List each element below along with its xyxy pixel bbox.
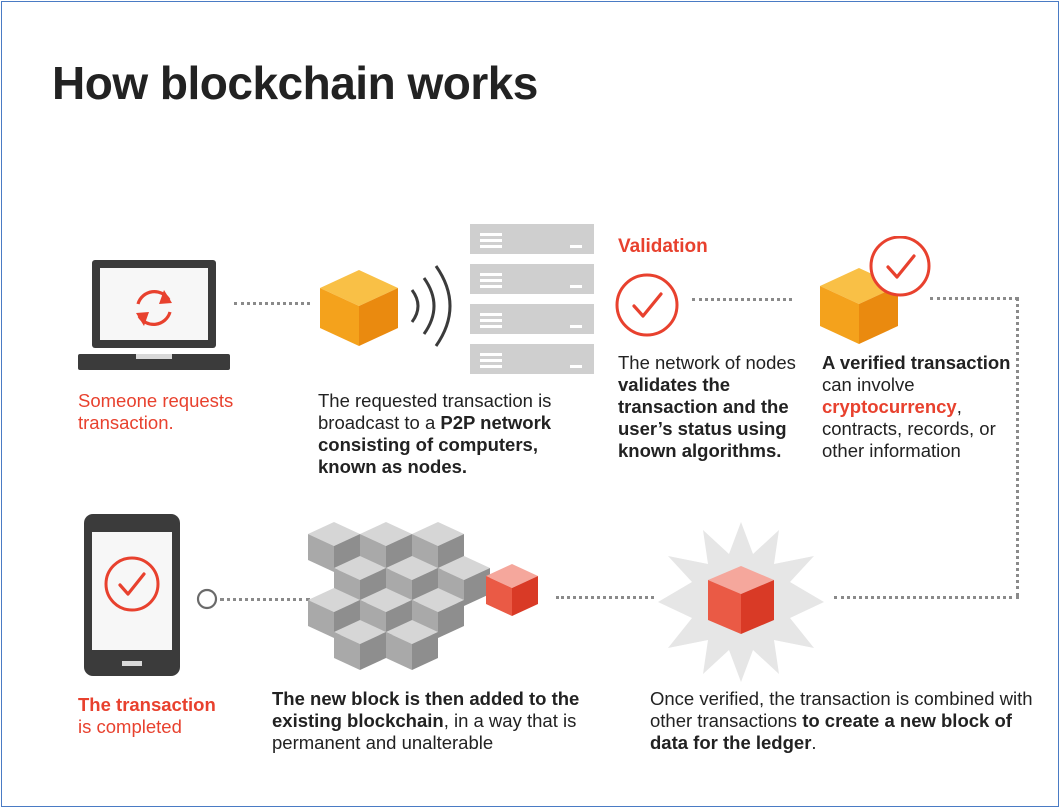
step2-text: The requested transaction is broadcast t… (318, 390, 552, 477)
connector-dots (930, 297, 1018, 300)
cube-icon (320, 270, 398, 346)
page-title: How blockchain works (52, 57, 538, 109)
step5-text: Once verified, the transaction is combin… (650, 688, 1033, 753)
node-circle-icon (196, 588, 218, 610)
step4-text: A verified transaction can involve crypt… (822, 352, 1011, 461)
verified-cube-icon (820, 236, 931, 344)
checkmark-circle-icon (615, 273, 679, 337)
step3-text: The network of nodes validates the trans… (618, 352, 796, 461)
server-rack-icon (470, 224, 594, 374)
laptop-icon (78, 260, 230, 370)
step1-text: Someone requests transaction. (78, 390, 234, 433)
checkmark-circle-icon (104, 556, 160, 612)
validation-heading: Validation (618, 236, 708, 257)
signal-waves-icon (410, 265, 452, 347)
step6-text: The new block is then added to the exist… (272, 688, 580, 753)
connector-dots (234, 302, 310, 305)
connector-dots (692, 298, 792, 301)
connector-dots (1016, 297, 1019, 597)
connector-dots (220, 598, 310, 601)
refresh-icon (136, 290, 172, 326)
connector-dots (834, 596, 1019, 599)
phone-icon (84, 514, 180, 676)
starburst-cube-icon (658, 522, 824, 682)
blockchain-cubes-icon (308, 522, 538, 670)
connector-dots (556, 596, 654, 599)
